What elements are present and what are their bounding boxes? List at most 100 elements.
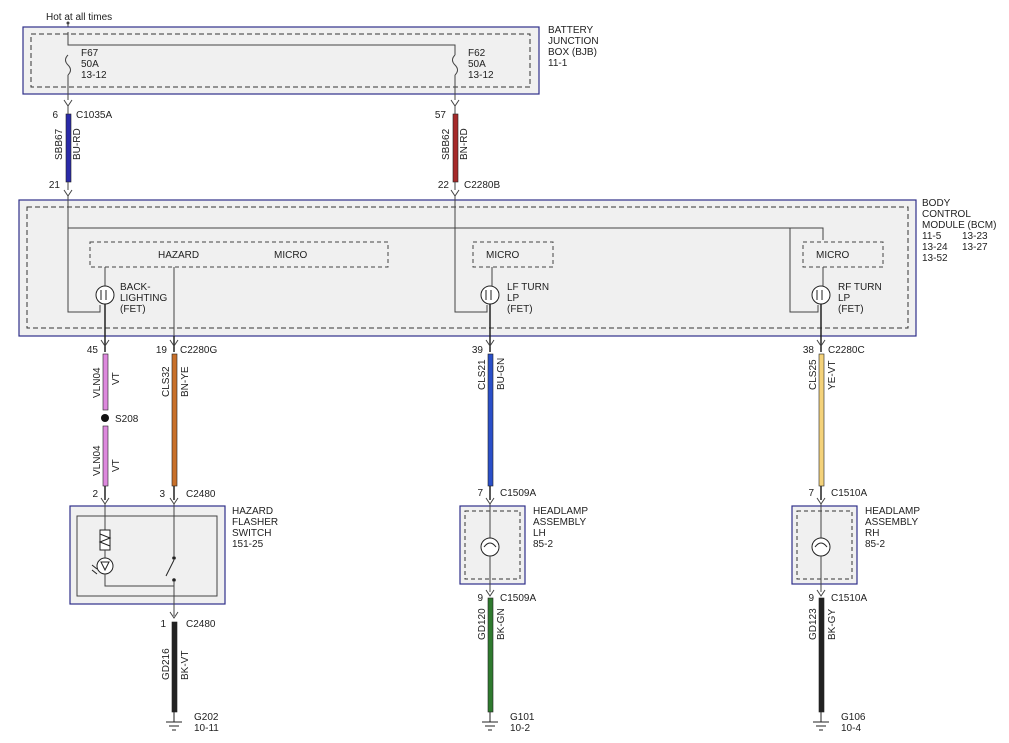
bjb-bus [67,32,456,55]
bulb-lh-filament [483,542,497,548]
pin-21: 21 [49,180,61,191]
pin-1: 1 [160,619,166,630]
color-ye-vt: YE-VT [827,361,838,390]
connector-19-icon [169,339,179,347]
pin-19: 19 [156,345,168,356]
hazard-micro-box [89,241,389,268]
hazard-label-2: FLASHER [232,517,278,528]
bcm-ref-4: 13-27 [962,242,988,253]
bcm-ref-5: 13-52 [922,253,948,264]
fet-back-supply [67,228,101,313]
wire-gd123 [818,597,825,713]
fet-back-label-2: LIGHTING [120,293,167,304]
circuit-cls25: CLS25 [808,359,819,390]
bcm-ref-1: 11-5 [922,231,942,242]
pin-6: 6 [52,110,58,121]
connector-45-icon [100,339,110,347]
headlamp-rh-label-3: RH [865,528,879,539]
headlamp-lh-dashed [464,510,521,580]
micro-box-lf [472,241,554,268]
pin-7-lh: 7 [477,488,483,499]
circuit-sbb62: SBB62 [441,128,452,160]
headlamp-lh-label-1: HEADLAMP [533,506,588,517]
wire-gd120 [487,597,494,713]
fet-back-label-1: BACK- [120,282,151,293]
splice-s208-icon [101,414,109,422]
pin-2: 2 [92,489,98,500]
bcm-dashed [26,206,909,329]
fuse-f62-name: F62 [468,48,486,59]
bjb-label-4: 11-1 [548,58,568,69]
fet-rf-label-2: LP [838,293,851,304]
ground-g101: G101 [510,712,535,723]
ground-g202: G202 [194,712,219,723]
wire-gd216 [171,621,178,713]
hazard-switch-inner [76,515,218,597]
circuit-vln04-upper: VLN04 [92,367,103,398]
micro-box-label-2: MICRO [486,250,520,261]
fuse-f67-name: F67 [81,48,99,59]
headlamp-assembly-lh [459,504,526,592]
hazard-switch-frame [69,505,226,605]
fet-rf-label-3: (FET) [838,304,864,315]
fuse-f67-ref: 13-12 [81,70,107,81]
color-bn-ye: BN-YE [180,366,191,397]
bcm-power-bus [67,196,824,240]
headlamp-rh-label-4: 85-2 [865,539,885,550]
connector-c2280b-top-icon [450,99,460,107]
wire-sbb67 [65,113,72,183]
pin-7-rh: 7 [808,488,814,499]
hazard-flasher-switch [69,504,226,616]
bcm-label-1: BODY [922,198,951,209]
connector-21-icon [63,189,73,197]
wire-cls32 [171,353,178,487]
hazard-label-4: 151-25 [232,539,264,550]
headlamp-lh-label-4: 85-2 [533,539,553,550]
hot-at-all-times-note: Hot at all times [46,12,112,23]
hazard-box-label: HAZARD [158,250,199,261]
pin-45: 45 [87,345,99,356]
led-ray-2 [91,564,98,570]
bjb-dashed [30,33,531,88]
indicator-lamp-icon [96,557,114,575]
feed-dot [66,21,70,25]
connector-38-icon [816,339,826,347]
ground-g202-icon [166,712,182,731]
fet-lf-icon [480,285,500,305]
color-bu-rd: BU-RD [72,128,83,160]
headlamp-lh-label-3: LH [533,528,546,539]
bcm-label-2: CONTROL [922,209,971,220]
headlamp-rh-label-1: HEADLAMP [865,506,920,517]
ground-g202-ref: 10-11 [194,723,219,734]
micro-box-rf [802,241,884,268]
headlamp-assembly-rh [791,504,858,592]
connector-c2480-out-icon [169,611,179,619]
pin-3: 3 [159,489,165,500]
wire-cls21 [487,353,494,487]
circuit-gd123: GD123 [808,608,819,640]
body-control-module: HAZARD MICRO MICRO MICRO BACK- LIGHTING … [18,196,917,337]
fet-lf-label-3: (FET) [507,304,533,315]
fuse-f62-icon [452,54,458,76]
fet-rf-icon [811,285,831,305]
connector-39-icon [485,339,495,347]
switch-contact-top [172,556,176,560]
color-bk-vt: BK-VT [180,651,191,680]
connector-c2280b: C2280B [464,180,500,191]
color-vt-upper: VT [111,372,122,385]
fet-backlighting-icon [95,285,115,305]
connector-c1509a-out-icon [485,589,495,597]
circuit-sbb67: SBB67 [54,128,65,160]
fet-rf-label-1: RF TURN [838,282,882,293]
bcm-label-3: MODULE (BCM) [922,220,996,231]
connector-c1510a-out: C1510A [831,593,867,604]
circuit-cls32: CLS32 [161,366,172,397]
bcm-ref-2: 13-23 [962,231,988,242]
pin-22: 22 [438,180,450,191]
connector-c2480-out: C2480 [186,619,216,630]
connector-c1035a-icon [63,99,73,107]
circuit-vln04-lower: VLN04 [92,445,103,476]
bjb-frame [22,26,540,95]
splice-s208: S208 [115,414,139,425]
